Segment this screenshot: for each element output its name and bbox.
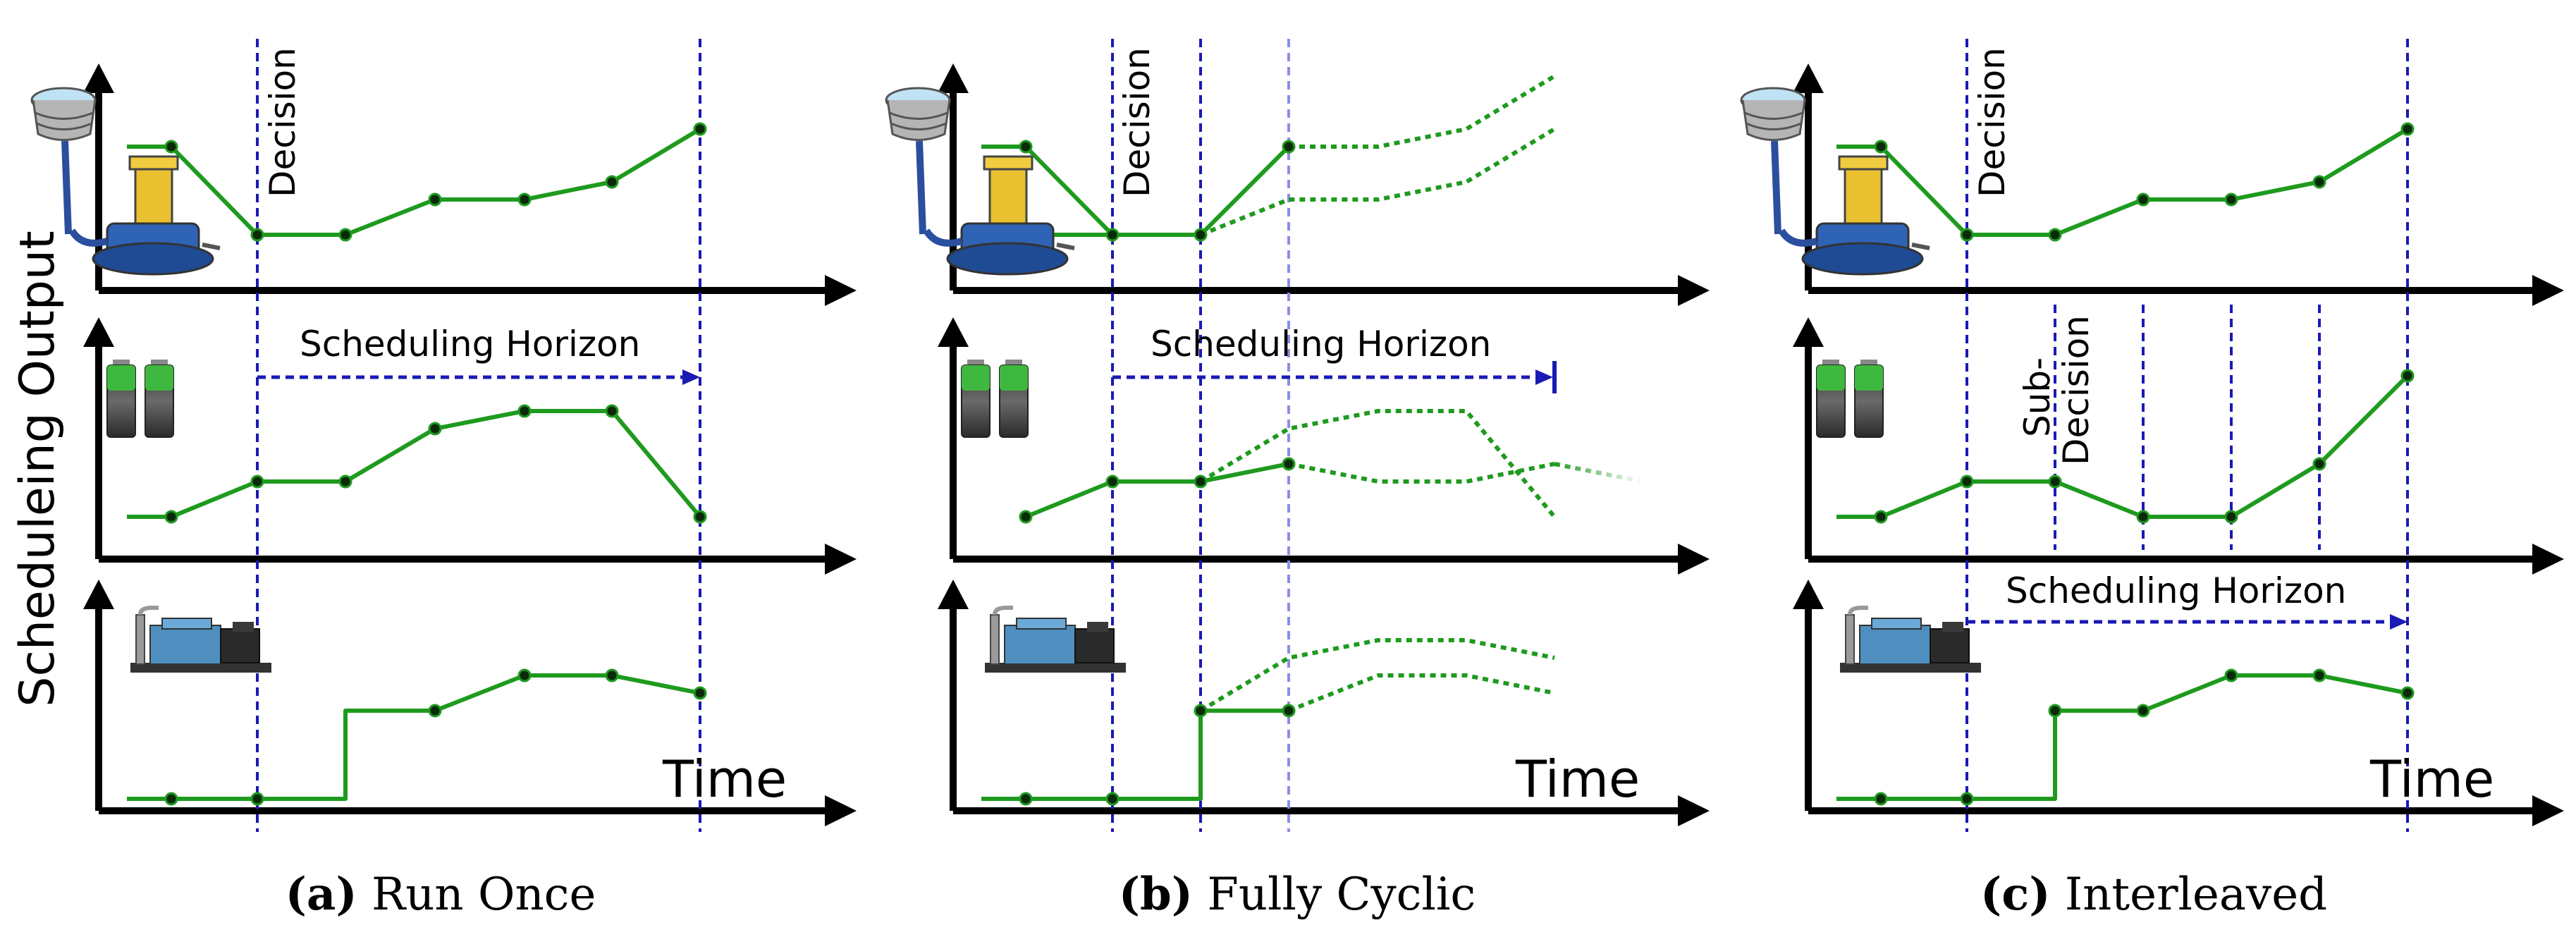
- panel-b-caption: (b) Fully Cyclic: [1119, 868, 1476, 921]
- panel-a-caption: (a) Run Once: [286, 868, 596, 921]
- panel-c-sub-decision-label-2: Decision: [2056, 315, 2097, 465]
- panel-a-arrowheads: [83, 63, 857, 826]
- panel-c-caption: (c) Interleaved: [1980, 868, 2327, 921]
- panel-b-dotted-forecasts: [1199, 74, 1557, 713]
- panel-a-axes: [95, 85, 839, 814]
- panel-b-points: [1019, 140, 1296, 806]
- panel-a-fades: [700, 127, 790, 695]
- panel-c-arrowheads: [1793, 63, 2564, 826]
- panel-c-sub-decision-lines: [2054, 305, 2321, 550]
- panel-b-horizon-label: Scheduling Horizon: [1151, 324, 1491, 365]
- panel-a-decision-lines: [256, 39, 701, 832]
- panel-a-schedules: [127, 127, 702, 801]
- panel-c-decision-lines: [1965, 39, 2409, 832]
- battery-icon: [106, 360, 174, 438]
- panel-c-horizon-label: Scheduling Horizon: [2006, 570, 2346, 611]
- diesel-generator-icon: [985, 606, 1126, 673]
- panel-a-decision-label: Decision: [262, 47, 303, 197]
- battery-icon: [1816, 360, 1884, 438]
- panel-c-time-label: Time: [2369, 749, 2494, 809]
- panel-c-fades: [2408, 127, 2499, 695]
- water-pump-tank-icon: [30, 87, 221, 276]
- panel-c: Decision Sub- Decision Scheduling Horizo…: [1740, 39, 2564, 921]
- panel-b-decision-label: Decision: [1117, 47, 1158, 197]
- panel-b: Decision Scheduling Horizon: [885, 39, 1710, 921]
- panel-a-caption-name: Run Once: [357, 869, 596, 921]
- panel-b-decision-lines: [1111, 39, 1202, 832]
- panel-b-horizon-arrowhead: [1535, 369, 1553, 385]
- panel-b-axes: [950, 85, 1692, 814]
- panel-c-caption-letter: (c): [1980, 868, 2051, 921]
- panel-c-caption-name: Interleaved: [2051, 869, 2328, 921]
- panel-a-points: [164, 122, 707, 806]
- water-pump-tank-icon: [1740, 87, 1930, 276]
- panel-b-time-label: Time: [1515, 749, 1640, 809]
- panel-c-horizon-arrowhead: [2390, 614, 2408, 630]
- water-pump-tank-icon: [885, 87, 1075, 276]
- panel-a: Decision Scheduling Horizon Time: [30, 39, 857, 921]
- panel-b-caption-letter: (b): [1119, 868, 1193, 921]
- panel-c-points: [1874, 122, 2415, 806]
- panel-b-arrowheads: [938, 63, 1710, 826]
- panel-b-fades: [1554, 74, 1643, 484]
- panel-c-axes: [1805, 85, 2546, 814]
- battery-icon: [961, 360, 1029, 438]
- panel-c-decision-label: Decision: [1972, 47, 2013, 197]
- diesel-generator-icon: [130, 606, 271, 673]
- panel-a-horizon-arrowhead: [682, 369, 700, 385]
- panel-b-caption-name: Fully Cyclic: [1193, 869, 1476, 921]
- panel-c-sub-decision-label-1: Sub-: [2017, 357, 2058, 437]
- y-axis-label: Scheduleing Output: [10, 231, 66, 706]
- diesel-generator-icon: [1840, 606, 1981, 673]
- panel-a-caption-letter: (a): [286, 868, 357, 921]
- panel-a-time-label: Time: [662, 749, 787, 809]
- panel-a-horizon-label: Scheduling Horizon: [300, 324, 640, 365]
